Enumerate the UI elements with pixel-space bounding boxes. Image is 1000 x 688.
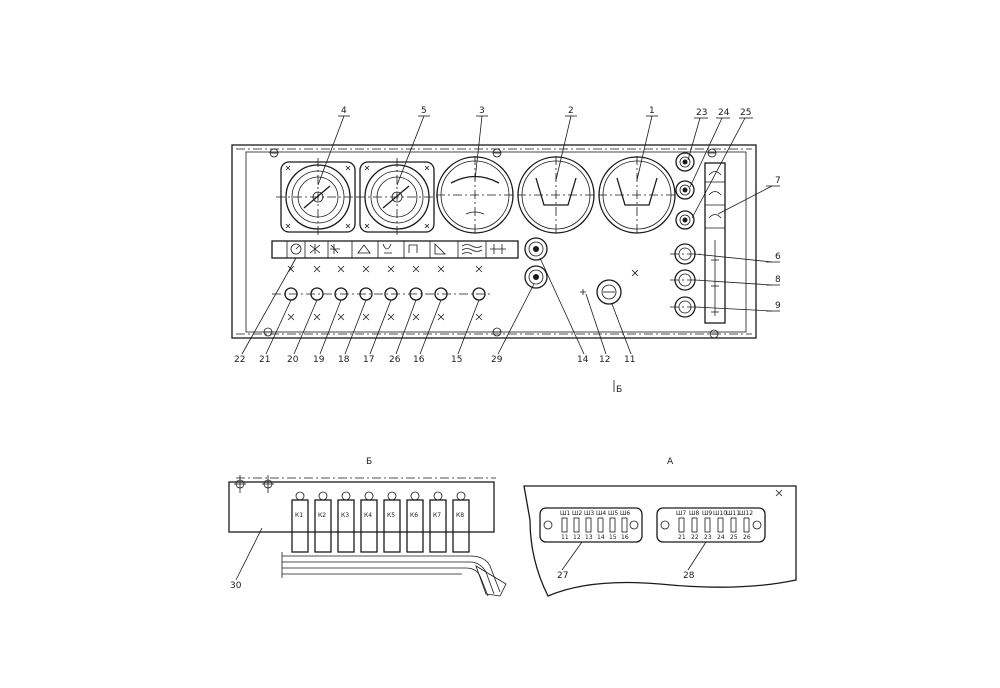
wire-harness [281, 552, 507, 597]
callout-26: 26 [389, 355, 401, 365]
callout-25: 25 [740, 108, 751, 118]
callout-4: 4 [341, 106, 347, 116]
callout-9: 9 [775, 301, 781, 311]
terminal-27-top-5: Ш6 [620, 510, 630, 517]
callout-6: 6 [775, 252, 781, 262]
gauge-1 [598, 156, 676, 234]
terminal-27-bottom-0: 11 [561, 534, 569, 541]
indicator-lamps-23-25 [675, 152, 695, 230]
callout-24: 24 [718, 108, 730, 118]
callout-12: 12 [599, 355, 610, 365]
callout-15: 15 [451, 355, 462, 365]
terminal-block-28: Ш7 Ш8 Ш9 Ш10 Ш11 Ш12 21 22 23 24 25 26 [656, 507, 766, 543]
leader-lines [241, 115, 780, 392]
callout-2: 2 [568, 106, 574, 116]
label-strip-7 [704, 162, 726, 324]
terminal-27-bottom-3: 14 [597, 534, 605, 541]
callout-7: 7 [775, 176, 781, 186]
gauge-2 [517, 156, 595, 234]
callout-22: 22 [234, 355, 245, 365]
callout-23: 23 [696, 108, 707, 118]
panel-outer-frame [231, 144, 757, 339]
terminal-28-bottom-5: 26 [743, 534, 751, 541]
terminal-28-top-5: Ш12 [739, 510, 753, 517]
terminal-28-bottom-0: 21 [678, 534, 686, 541]
relay-k6: К6 [410, 512, 418, 519]
callout-3: 3 [479, 106, 485, 116]
terminal-27-top-3: Ш4 [596, 510, 606, 517]
terminal-28-bottom-4: 25 [730, 534, 738, 541]
callout-28: 28 [683, 571, 695, 581]
terminal-28-bottom-2: 23 [704, 534, 712, 541]
relay-block-view: К1 К2 К3 К4 К5 К6 К7 К8 30 [228, 475, 507, 597]
relay-k2: К2 [318, 512, 326, 519]
callout-1: 1 [649, 106, 655, 116]
relay-k1: К1 [295, 512, 303, 519]
callout-27: 27 [557, 571, 568, 581]
callout-14: 14 [577, 355, 589, 365]
view-arrow-b: Б [616, 385, 622, 395]
terminal-27-top-2: Ш3 [584, 510, 594, 517]
relay-k5: К5 [387, 512, 395, 519]
callout-8: 8 [775, 275, 781, 285]
relay-k7: К7 [433, 512, 441, 519]
symbol-strip-22 [271, 240, 519, 259]
terminal-28-top-0: Ш7 [676, 510, 686, 517]
terminal-28-top-4: Ш11 [726, 510, 740, 517]
callout-numbers: 1 2 3 4 5 23 24 25 7 6 8 9 22 21 20 19 1… [234, 106, 781, 395]
callout-21: 21 [259, 355, 270, 365]
terminal-27-top-1: Ш2 [572, 510, 582, 517]
terminal-27-bottom-1: 12 [573, 534, 581, 541]
terminal-27-bottom-5: 16 [621, 534, 629, 541]
callout-18: 18 [338, 355, 350, 365]
gauge-4 [276, 158, 360, 236]
gauge-5 [356, 158, 438, 236]
terminal-27-bottom-2: 13 [585, 534, 593, 541]
callout-16: 16 [413, 355, 425, 365]
terminal-28-top-2: Ш9 [702, 510, 712, 517]
terminal-27-top-0: Ш1 [560, 510, 570, 517]
callout-5: 5 [421, 106, 427, 116]
terminal-28-top-1: Ш8 [689, 510, 699, 517]
callout-30: 30 [230, 581, 242, 591]
terminal-27-bottom-4: 15 [609, 534, 617, 541]
view-label-b: Б [366, 457, 372, 467]
terminal-view: Ш1 Ш2 Ш3 Ш4 Ш5 Ш6 11 12 13 14 15 16 Ш7 Ш… [523, 485, 797, 597]
switches-6-8-9 [670, 243, 700, 318]
relay-k3: К3 [341, 512, 349, 519]
callout-17: 17 [363, 355, 374, 365]
panel-screws [263, 148, 719, 339]
instrument-panel [231, 144, 757, 339]
callout-19: 19 [313, 355, 325, 365]
terminal-28-bottom-1: 22 [691, 534, 699, 541]
view-label-a: А [667, 457, 674, 467]
terminal-block-27: Ш1 Ш2 Ш3 Ш4 Ш5 Ш6 11 12 13 14 15 16 [539, 507, 643, 543]
toggle-switch-row [272, 265, 492, 321]
callout-11: 11 [624, 355, 635, 365]
callout-20: 20 [287, 355, 299, 365]
key-switch-11 [580, 269, 639, 305]
terminal-27-top-4: Ш5 [608, 510, 618, 517]
relay-k4: К4 [364, 512, 372, 519]
gauge-3 [436, 156, 514, 234]
callout-29: 29 [491, 355, 503, 365]
terminal-28-top-3: Ш10 [713, 510, 727, 517]
terminal-28-bottom-3: 24 [717, 534, 725, 541]
relay-k8: К8 [456, 512, 464, 519]
relay-labels: К1 К2 К3 К4 К5 К6 К7 К8 [295, 512, 464, 519]
small-lamps-14-29 [524, 237, 548, 289]
